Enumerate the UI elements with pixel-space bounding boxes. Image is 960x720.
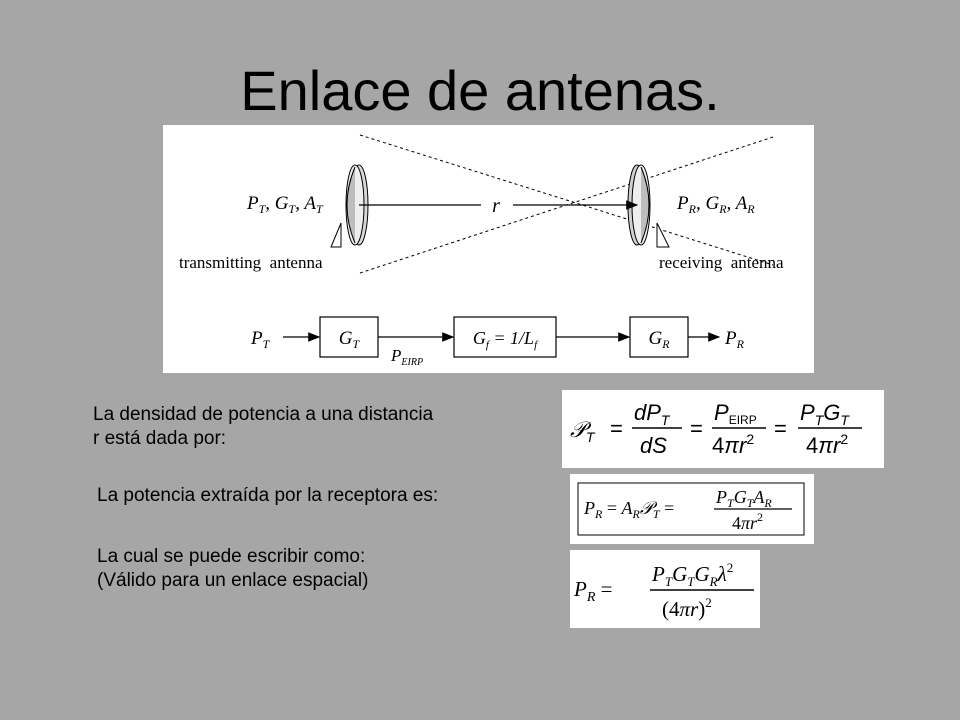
equation-received-power: PR = AR𝒫T = PTGTAR 4πr2 bbox=[570, 474, 814, 544]
svg-text:4πr2: 4πr2 bbox=[732, 510, 763, 533]
chain-block-gt: GT bbox=[339, 328, 361, 351]
text-line: (Válido para un enlace espacial) bbox=[97, 570, 369, 591]
text-extracted-power: La potencia extraída por la receptora es… bbox=[97, 485, 439, 506]
gain-chain: PT GT PEIRP Gf = 1/Lf GR PR bbox=[250, 316, 745, 368]
text-line: r está dada por: bbox=[93, 428, 227, 449]
svg-text:PTGTAR: PTGTAR bbox=[715, 487, 772, 510]
slide-title: Enlace de antenas. bbox=[240, 59, 720, 122]
text-line: La cual se puede escribir como: bbox=[97, 546, 366, 567]
transmitting-dish-icon bbox=[330, 164, 369, 248]
svg-text:PR =: PR = bbox=[573, 577, 612, 605]
tx-params: PT, GT, AT bbox=[246, 193, 324, 216]
svg-text:PEIRP: PEIRP bbox=[714, 400, 757, 427]
svg-text:𝒫T: 𝒫T bbox=[570, 417, 596, 445]
rx-params: PR, GR, AR bbox=[676, 193, 755, 216]
equation-friis: PR = PTGTGRλ2 (4πr)2 bbox=[570, 550, 760, 628]
antenna-link-diagram: r PT, GT, AT PR, GR, AR transmitting ant… bbox=[163, 125, 814, 373]
distance-label: r bbox=[492, 195, 500, 217]
svg-text:PTGT: PTGT bbox=[800, 400, 850, 428]
text-rewrite: La cual se puede escribir como: (Válido … bbox=[97, 545, 368, 593]
chain-output: PR bbox=[724, 328, 745, 351]
equation-1-svg: 𝒫T = dPT dS = PEIRP 4πr2 = PTGT 4πr2 bbox=[570, 400, 862, 458]
chain-block-gf: Gf = 1/Lf bbox=[473, 328, 539, 351]
svg-text:dS: dS bbox=[640, 433, 667, 458]
rx-label: receiving antenna bbox=[659, 253, 784, 272]
svg-text:PR = AR𝒫T =: PR = AR𝒫T = bbox=[583, 498, 674, 521]
text-power-density: La densidad de potencia a una distancia … bbox=[93, 403, 433, 451]
equation-2-svg: PR = AR𝒫T = PTGTAR 4πr2 bbox=[577, 482, 805, 536]
svg-text:4πr2: 4πr2 bbox=[712, 431, 754, 458]
tx-label: transmitting antenna bbox=[179, 253, 323, 272]
chain-eirp: PEIRP bbox=[390, 346, 423, 368]
svg-text:4πr2: 4πr2 bbox=[806, 431, 848, 458]
svg-text:PTGTGRλ2: PTGTGRλ2 bbox=[651, 560, 733, 589]
text-line: La densidad de potencia a una distancia bbox=[93, 404, 434, 425]
svg-text:=: = bbox=[690, 416, 703, 441]
svg-text:=: = bbox=[610, 416, 623, 441]
svg-text:dPT: dPT bbox=[634, 400, 671, 428]
svg-text:=: = bbox=[774, 416, 787, 441]
svg-text:(4πr)2: (4πr)2 bbox=[662, 595, 712, 621]
diagram-svg: r PT, GT, AT PR, GR, AR transmitting ant… bbox=[179, 134, 784, 368]
equation-power-density: 𝒫T = dPT dS = PEIRP 4πr2 = PTGT 4πr2 bbox=[562, 390, 884, 468]
receiving-dish-icon bbox=[627, 164, 670, 248]
equation-3-svg: PR = PTGTGRλ2 (4πr)2 bbox=[573, 560, 754, 621]
chain-input: PT bbox=[250, 328, 271, 351]
chain-block-gr: GR bbox=[648, 328, 670, 351]
